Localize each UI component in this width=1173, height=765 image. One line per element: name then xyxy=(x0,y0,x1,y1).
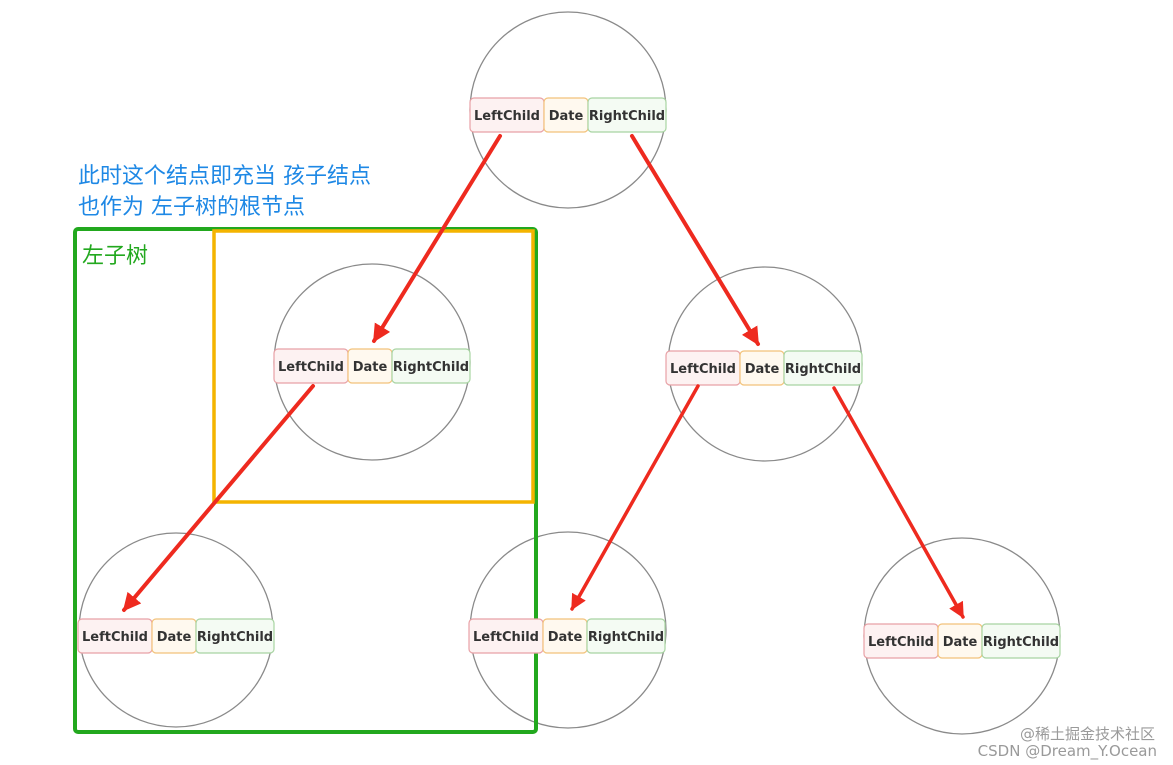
node-fields-left: LeftChild Date RightChild xyxy=(273,348,471,384)
node-fields-right: LeftChild Date RightChild xyxy=(665,350,863,386)
right-child-label: RightChild xyxy=(588,630,664,645)
node-fields-root: LeftChild Date RightChild xyxy=(469,97,667,133)
left-child-label: LeftChild xyxy=(868,635,934,650)
data-label: Date xyxy=(353,360,388,375)
node-fields-right-left: LeftChild Date RightChild xyxy=(468,618,666,654)
node-fields-right-right: LeftChild Date RightChild xyxy=(863,623,1061,659)
data-label: Date xyxy=(548,630,583,645)
annotation-line-2: 也作为 左子树的根节点 xyxy=(78,195,305,220)
right-child-label: RightChild xyxy=(785,362,861,377)
right-child-label: RightChild xyxy=(197,630,273,645)
left-subtree-label: 左子树 xyxy=(82,244,148,269)
data-label: Date xyxy=(549,109,584,124)
right-child-field xyxy=(586,618,666,654)
annotation-line-1: 此时这个结点即充当 孩子结点 xyxy=(78,164,371,189)
left-child-label: LeftChild xyxy=(670,362,736,377)
data-label: Date xyxy=(745,362,780,377)
right-child-field xyxy=(981,623,1061,659)
node-circles xyxy=(78,11,1061,735)
watermark-line-2: CSDN @Dream_Y.Ocean xyxy=(978,742,1157,761)
right-child-field xyxy=(391,348,471,384)
watermark-line-1: @稀土掘金技术社区 xyxy=(1020,725,1155,743)
left-subtree-box xyxy=(73,227,538,734)
data-label: Date xyxy=(157,630,192,645)
left-child-label: LeftChild xyxy=(474,109,540,124)
right-child-field xyxy=(587,97,667,133)
edge-root-to-right xyxy=(630,134,760,346)
edge-root-to-left xyxy=(372,134,502,343)
edge-left-to-left-left xyxy=(122,384,315,612)
left-subtree-root-box xyxy=(212,229,535,504)
right-child-label: RightChild xyxy=(983,635,1059,650)
left-child-label: LeftChild xyxy=(82,630,148,645)
data-label: Date xyxy=(943,635,978,650)
edge-right-to-right-right xyxy=(832,386,965,619)
right-child-field xyxy=(783,350,863,386)
edge-right-to-right-left xyxy=(570,384,700,611)
right-child-label: RightChild xyxy=(589,109,665,124)
right-child-field xyxy=(195,618,275,654)
left-child-label: LeftChild xyxy=(278,360,344,375)
tree-edges xyxy=(122,134,965,619)
left-child-label: LeftChild xyxy=(473,630,539,645)
right-child-label: RightChild xyxy=(393,360,469,375)
node-fields-left-left: LeftChild Date RightChild xyxy=(77,618,275,654)
node-field-groups: LeftChild Date RightChild LeftChild Date… xyxy=(77,97,1061,659)
